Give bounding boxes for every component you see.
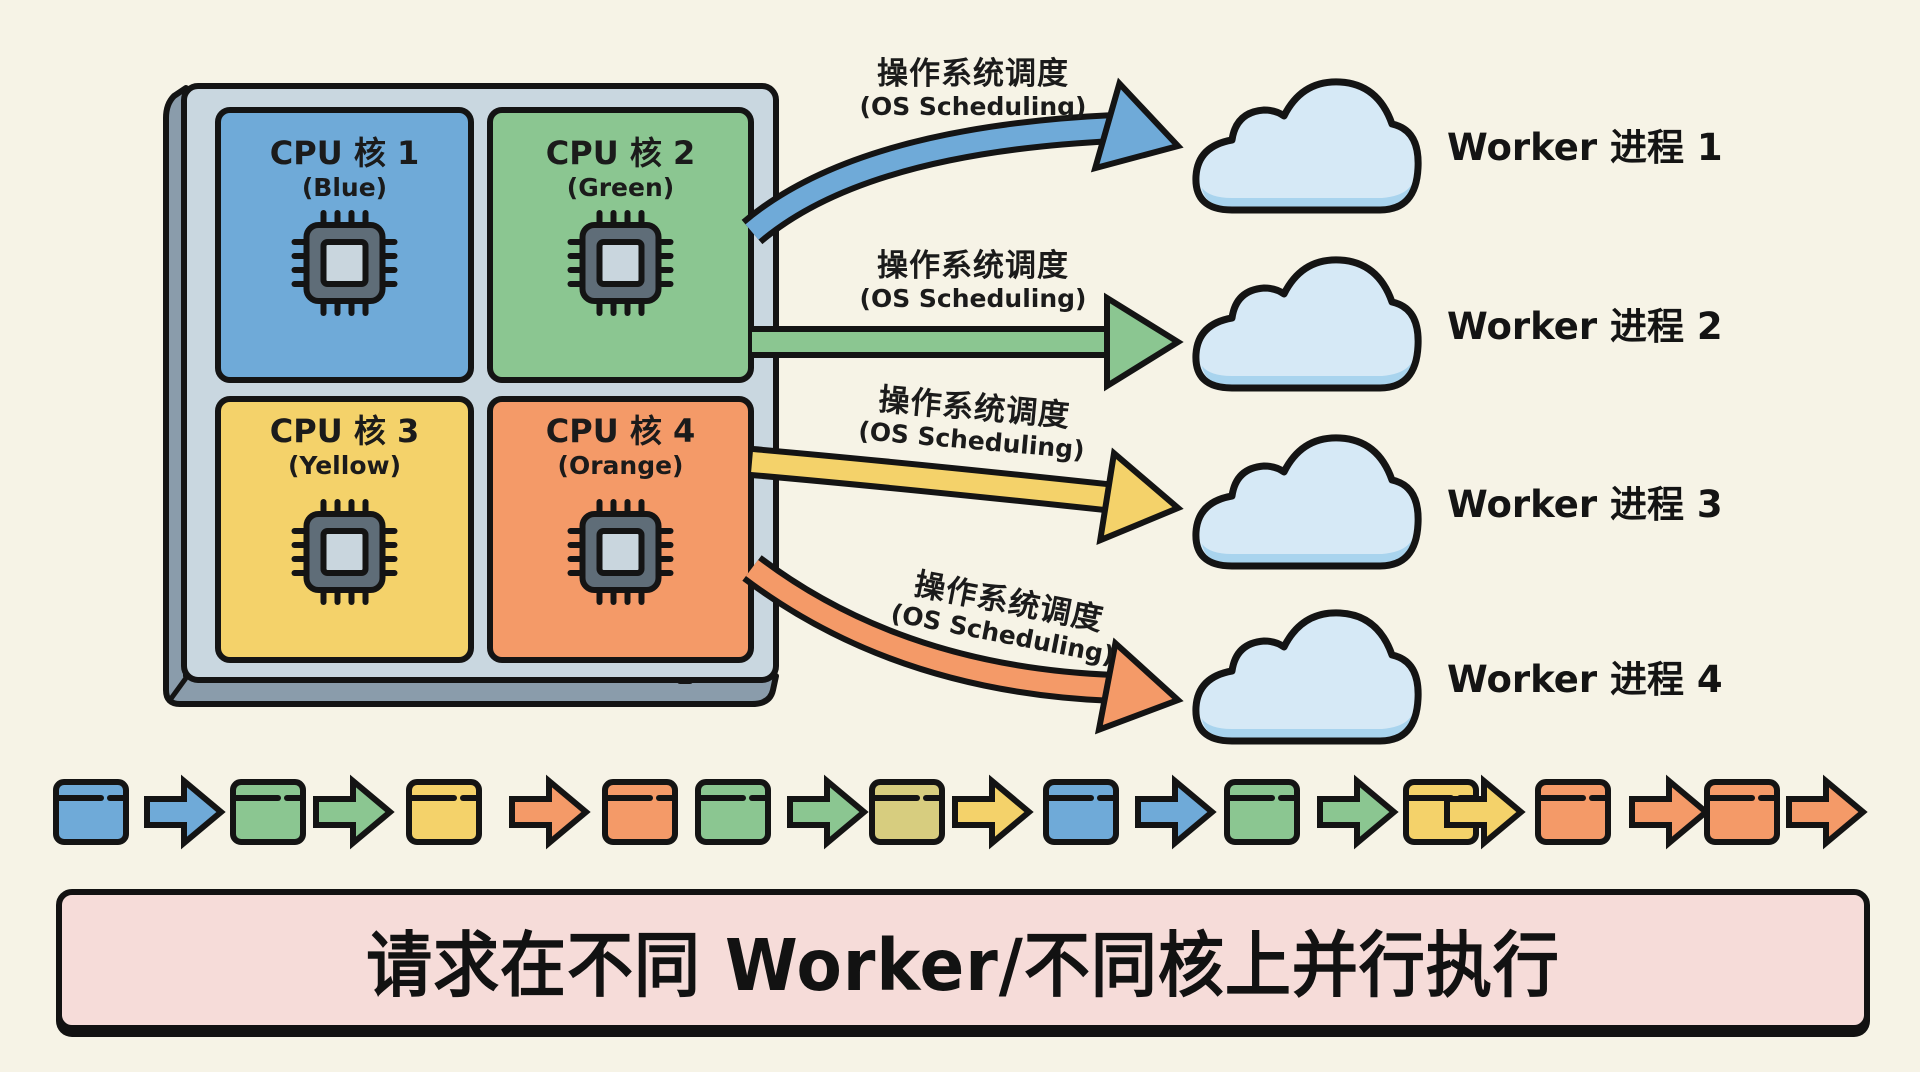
request-box [1224, 779, 1300, 845]
cpu-chip-icon [291, 499, 398, 605]
scheduling-arrow-2 [751, 292, 1184, 392]
request-box [695, 779, 771, 845]
cpu-core-label-2: CPU 核 2 (Green) [490, 134, 751, 204]
scheduling-label-cn: 操作系统调度 [877, 56, 1069, 92]
cpu-chip-icon [567, 499, 674, 605]
request-box-green [695, 779, 771, 845]
request-box-orange [1535, 779, 1611, 845]
summary-banner: 请求在不同 Worker/不同核上并行执行 [56, 889, 1870, 1031]
cpu-chip-icon [567, 210, 674, 316]
right-arrow-icon [313, 774, 395, 850]
arrow-head-icon [1096, 447, 1184, 546]
scheduling-arrow-4 [742, 555, 1184, 735]
request-box [406, 779, 482, 845]
request-box [1043, 779, 1119, 845]
scheduling-label-en: (OS Scheduling) [859, 92, 1087, 121]
cpu-core-subtitle: (Blue) [301, 173, 388, 202]
cloud-shade [1202, 711, 1414, 739]
arrow-head-icon [1090, 77, 1184, 173]
right-arrow-icon [509, 774, 591, 850]
cloud-icon [1192, 609, 1422, 745]
chip-die [596, 528, 645, 576]
summary-banner-text: 请求在不同 Worker/不同核上并行执行 [366, 924, 1560, 1008]
right-arrow-icon [1444, 774, 1526, 850]
arrow-head-icon [1104, 292, 1184, 392]
right-arrow-icon [1629, 774, 1711, 850]
right-arrow-icon [787, 774, 869, 850]
cloud-outline [1192, 256, 1422, 392]
cloud-outline [1192, 434, 1422, 570]
cloud-icon [1192, 256, 1422, 392]
request-box-green [230, 779, 306, 845]
worker-label-2: Worker 进程 2 [1447, 305, 1723, 348]
request-box-yellow [406, 779, 482, 845]
right-arrow-icon [1786, 774, 1868, 850]
right-arrow-icon [1135, 774, 1217, 850]
chip-die [320, 239, 369, 287]
request-box [869, 779, 945, 845]
cloud-fill [1195, 259, 1419, 388]
request-box-orange [1704, 779, 1780, 845]
cpu-core-label-3: CPU 核 3 (Yellow) [218, 412, 471, 482]
cpu-package-bevel [167, 676, 189, 702]
request-box-blue [1043, 779, 1119, 845]
cpu-core-subtitle: (Green) [566, 173, 675, 202]
cloud-shade [1202, 358, 1414, 386]
cpu-core-label-4: CPU 核 4 (Orange) [490, 412, 751, 482]
request-box-blue [53, 779, 129, 845]
cpu-core-subtitle: (Yellow) [287, 451, 402, 480]
cpu-core-4 [487, 396, 754, 663]
request-box [230, 779, 306, 845]
worker-label-3: Worker 进程 3 [1447, 483, 1723, 526]
right-arrow-icon [144, 774, 226, 850]
scheduling-arrow-shaft [745, 560, 1116, 698]
chip-die [596, 239, 645, 287]
scheduling-label-cn: 操作系统调度 [877, 248, 1069, 284]
cpu-core-3 [215, 396, 474, 663]
scheduling-label-1: 操作系统调度 (OS Scheduling) [853, 56, 1093, 122]
scheduling-arrow-3 [750, 446, 1184, 546]
cpu-core-subtitle: (Orange) [557, 451, 684, 480]
cpu-core-title: CPU 核 4 [545, 412, 696, 450]
cpu-core-title: CPU 核 1 [269, 134, 420, 172]
cloud-shade [1202, 536, 1414, 564]
scheduling-arrow-1 [741, 77, 1184, 245]
worker-label-4: Worker 进程 4 [1447, 658, 1723, 701]
scheduling-label-2: 操作系统调度 (OS Scheduling) [853, 248, 1093, 314]
worker-label-1: Worker 进程 1 [1447, 126, 1723, 169]
request-box-olive [869, 779, 945, 845]
scheduling-arrow-shaft [745, 118, 1116, 240]
cpu-chip-icon [291, 210, 398, 316]
cloud-fill [1195, 81, 1419, 210]
arrow-head-icon [1094, 637, 1184, 735]
request-box [602, 779, 678, 845]
cloud-shade [1202, 180, 1414, 208]
cloud-icon [1192, 78, 1422, 214]
cloud-outline [1192, 609, 1422, 745]
cpu-core-2 [487, 107, 754, 383]
scheduling-arrow-shaft [751, 452, 1117, 508]
right-arrow-icon [952, 774, 1034, 850]
request-box-orange [602, 779, 678, 845]
scheduling-label-en: (OS Scheduling) [859, 284, 1087, 313]
request-box [1535, 779, 1611, 845]
cloud-icon [1192, 434, 1422, 570]
cpu-core-label-1: CPU 核 1 (Blue) [218, 134, 471, 204]
cpu-core-title: CPU 核 2 [545, 134, 696, 172]
chip-die [320, 528, 369, 576]
request-box [1704, 779, 1780, 845]
cloud-fill [1195, 612, 1419, 741]
cloud-outline [1192, 78, 1422, 214]
request-box [53, 779, 129, 845]
cpu-core-title: CPU 核 3 [269, 412, 420, 450]
cpu-core-1 [215, 107, 474, 383]
right-arrow-icon [1317, 774, 1399, 850]
request-box-green [1224, 779, 1300, 845]
cpu-package-side-face [163, 85, 779, 707]
cloud-fill [1195, 437, 1419, 566]
